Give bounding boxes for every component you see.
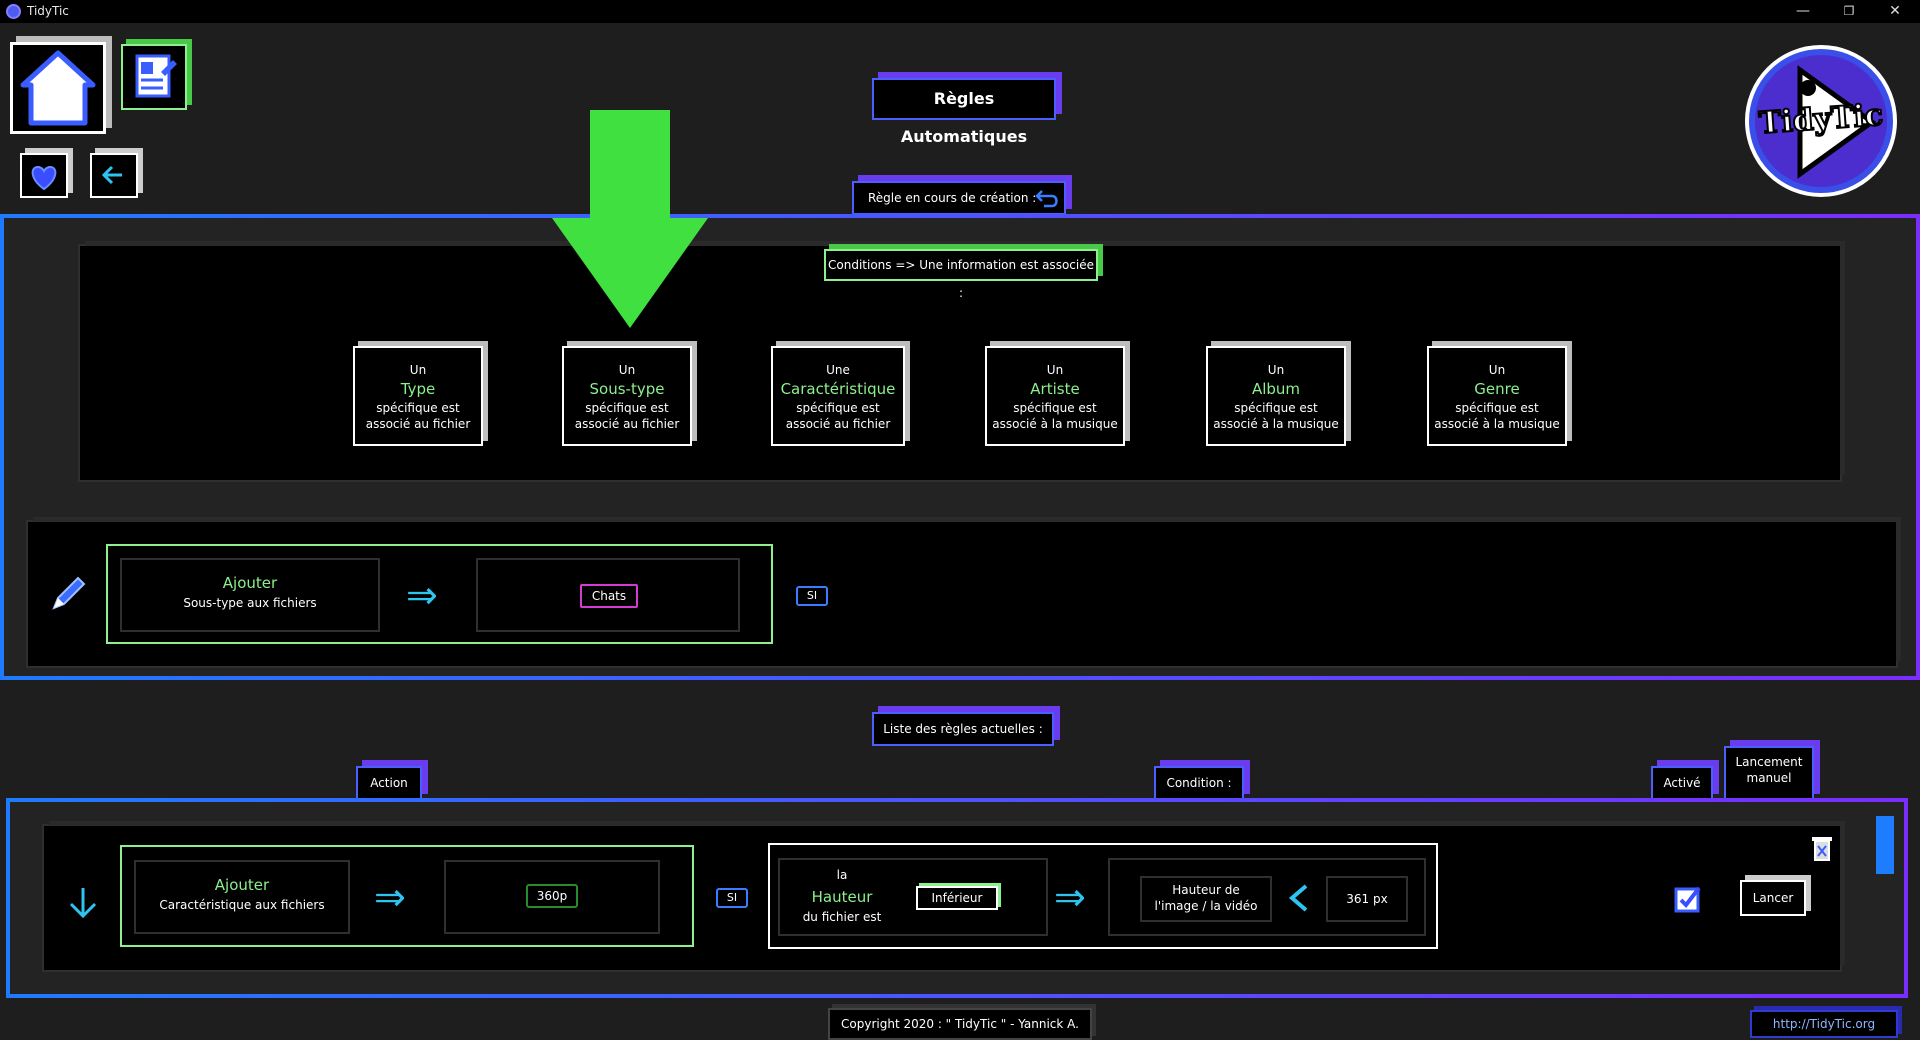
tidytic-logo: TidyTic: [1742, 42, 1900, 200]
rule-action-verb-box[interactable]: Ajouter Caractéristique aux fichiers: [136, 862, 348, 932]
checkbox-checked-icon[interactable]: [1673, 884, 1703, 914]
card-pre: Un: [1267, 363, 1285, 377]
card-name: Caractéristique: [780, 380, 896, 398]
card-pre: Une: [826, 363, 850, 377]
rule-action-verb: Ajouter: [214, 876, 270, 894]
measure-line-1: Hauteur de: [1172, 883, 1240, 897]
card-pre: Un: [1488, 363, 1506, 377]
heart-icon: [31, 165, 57, 191]
page-title: Règles Automatiques: [872, 78, 1056, 146]
card-post: associé à la musique: [992, 417, 1118, 431]
arrow-down-icon[interactable]: [64, 884, 102, 922]
action-verb: Ajouter: [222, 574, 278, 592]
column-manual-line-1: Lancement: [1735, 755, 1803, 769]
title-bar: TidyTic — ❐ ✕: [0, 0, 1920, 23]
back-button[interactable]: [90, 153, 138, 198]
minimize-button[interactable]: —: [1796, 3, 1810, 19]
card-post: associé au fichier: [574, 417, 680, 431]
document-edit-icon: [135, 54, 177, 98]
launch-button[interactable]: Lancer: [1740, 880, 1806, 916]
action-object: Sous-type aux fichiers: [183, 596, 317, 610]
edit-rules-button[interactable]: [121, 44, 187, 110]
scrollbar-thumb[interactable]: [1876, 816, 1894, 874]
conditions-label: Conditions => Une information est associ…: [824, 249, 1098, 300]
trash-icon[interactable]: [1808, 832, 1836, 864]
value-tag: Chats: [580, 584, 638, 608]
si-tag: SI: [796, 586, 828, 606]
action-value-box[interactable]: [478, 560, 738, 630]
threshold-value: 361 px: [1328, 878, 1406, 920]
card-post: spécifique est: [1013, 401, 1097, 415]
card-name: Artiste: [1030, 380, 1080, 398]
condition-card-artist[interactable]: Un Artiste spécifique est associé à la m…: [985, 346, 1125, 446]
double-arrow-icon: ⇒: [374, 875, 406, 919]
comparator-dropdown[interactable]: Inférieur: [916, 886, 998, 910]
card-post: associé à la musique: [1213, 417, 1339, 431]
rule-action-value-box[interactable]: [446, 862, 658, 932]
card-post: spécifique est: [1234, 401, 1318, 415]
card-name: Genre: [1474, 380, 1520, 398]
favorites-button[interactable]: [20, 153, 68, 198]
condition-card-subtype[interactable]: Un Sous-type spécifique est associé au f…: [562, 346, 692, 446]
card-post: associé à la musique: [1434, 417, 1560, 431]
creation-label: Règle en cours de création :: [852, 181, 1066, 215]
rule-measure-box[interactable]: Hauteur de l'image / la vidéo 361 px: [1110, 860, 1424, 934]
app-icon: [6, 4, 21, 19]
condition-post: du fichier est: [802, 910, 882, 924]
si-tag: SI: [716, 888, 748, 908]
card-pre: Un: [409, 363, 427, 377]
creation-label-text: Règle en cours de création :: [868, 191, 1037, 205]
card-post: spécifique est: [1455, 401, 1539, 415]
undo-icon: [1035, 190, 1058, 208]
action-verb-box[interactable]: Ajouter Sous-type aux fichiers: [122, 560, 378, 630]
card-post: spécifique est: [376, 401, 460, 415]
rule-value-tag: 360p: [526, 884, 578, 908]
home-button[interactable]: [10, 42, 106, 134]
close-button[interactable]: ✕: [1889, 3, 1901, 19]
column-manual-line-2: manuel: [1746, 771, 1792, 785]
double-arrow-icon: ⇒: [406, 573, 438, 617]
card-pre: Un: [1046, 363, 1064, 377]
measure-label: Hauteur de l'image / la vidéo: [1142, 878, 1270, 920]
column-manual-launch: Lancement manuel: [1724, 746, 1814, 800]
condition-card-characteristic[interactable]: Une Caractéristique spécifique est assoc…: [771, 346, 905, 446]
home-icon: [20, 50, 96, 126]
card-name: Type: [400, 380, 436, 398]
column-action: Action: [356, 766, 422, 800]
arrow-left-icon: [101, 165, 122, 185]
hint-arrow-icon: [552, 110, 708, 328]
double-arrow-icon: ⇒: [1054, 875, 1086, 919]
card-pre: Un: [618, 363, 636, 377]
measure-line-2: l'image / la vidéo: [1154, 899, 1258, 913]
card-name: Sous-type: [589, 380, 665, 398]
rule-condition-field-box[interactable]: la Hauteur du fichier est Inférieur: [780, 860, 1046, 934]
condition-card-album[interactable]: Un Album spécifique est associé à la mus…: [1206, 346, 1346, 446]
copyright-text: Copyright 2020 : " TidyTic " - Yannick A…: [828, 1008, 1092, 1040]
card-post: spécifique est: [585, 401, 669, 415]
less-than-icon: [1288, 884, 1308, 912]
restore-button[interactable]: ❐: [1843, 4, 1855, 18]
website-link[interactable]: http://TidyTic.org: [1750, 1010, 1898, 1038]
card-name: Album: [1251, 380, 1301, 398]
column-condition: Condition :: [1154, 766, 1244, 800]
window-title: TidyTic: [27, 4, 69, 18]
logo-icon: [1745, 45, 1897, 197]
undo-button[interactable]: [1034, 187, 1060, 209]
condition-card-type[interactable]: Un Type spécifique est associé au fichie…: [353, 346, 483, 446]
card-post: associé au fichier: [365, 417, 471, 431]
card-post: spécifique est: [796, 401, 880, 415]
column-active: Activé: [1651, 766, 1713, 800]
rules-list-label: Liste des règles actuelles :: [872, 712, 1054, 746]
rule-action-object: Caractéristique aux fichiers: [159, 898, 325, 912]
condition-name: Hauteur: [811, 888, 873, 906]
condition-card-genre[interactable]: Un Genre spécifique est associé à la mus…: [1427, 346, 1567, 446]
pencil-icon[interactable]: [46, 570, 92, 616]
condition-pre: la: [836, 868, 848, 882]
card-post: associé au fichier: [785, 417, 891, 431]
